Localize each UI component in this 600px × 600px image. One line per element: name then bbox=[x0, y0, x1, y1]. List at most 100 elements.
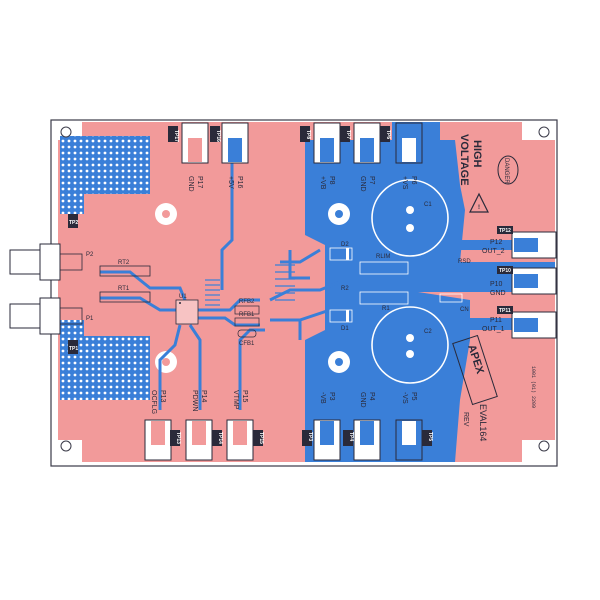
connector-p4[interactable] bbox=[353, 419, 381, 461]
d2-label: D2 bbox=[341, 242, 349, 248]
connector-p14[interactable] bbox=[185, 419, 213, 461]
p13-net: OCFLG bbox=[150, 390, 157, 414]
p16-net: +5V bbox=[227, 176, 234, 189]
connector-p15[interactable] bbox=[226, 419, 254, 461]
via-field-upper bbox=[60, 136, 150, 194]
component-labels: RFB2 RFB1 CFB1 RLIM RSD D2 D1 C1 C2 U1 R… bbox=[179, 202, 471, 347]
p5-net: -VS bbox=[401, 392, 408, 404]
connector-p11[interactable] bbox=[511, 311, 557, 339]
bottom-connector-labels: P13 OCFLG P14 PDWN P15 VTMP P3 -VB P4 GN… bbox=[150, 390, 417, 414]
connector-p17[interactable] bbox=[181, 122, 209, 164]
tp1-label: TP1 bbox=[69, 346, 78, 352]
rfb1-resistor bbox=[234, 317, 260, 327]
p3-ref: P3 bbox=[328, 392, 335, 401]
board-rev: REV bbox=[462, 412, 469, 427]
apex-logo bbox=[452, 334, 498, 406]
via-field-upper-bg bbox=[60, 194, 84, 214]
tp6-label: TP6 bbox=[385, 130, 391, 139]
p12-ref: P12 bbox=[490, 239, 503, 246]
p7-net: GND bbox=[359, 176, 366, 192]
voltage-label: VOLTAGE bbox=[458, 134, 470, 186]
p11-net: OUT_1 bbox=[482, 326, 505, 333]
connector-p16[interactable] bbox=[221, 122, 249, 164]
danger-sign-badge bbox=[497, 155, 519, 185]
d1-label: D1 bbox=[341, 326, 349, 332]
r1-label: R1 bbox=[382, 306, 390, 312]
standoff-hole-1 bbox=[155, 203, 177, 225]
tp4-label: TP4 bbox=[348, 432, 354, 441]
p15-net: VTMP bbox=[232, 390, 239, 410]
p16-ref: P16 bbox=[236, 176, 243, 189]
tp2-label: TP2 bbox=[69, 220, 78, 226]
side-code: 1001 (01) 2209 bbox=[530, 366, 536, 408]
high-voltage-warning: HIGH VOLTAGE DANGER bbox=[458, 134, 509, 186]
left-input-labels: P2 P1 RT2 RT1 TP2 TP1 bbox=[69, 220, 130, 352]
p8-ref: P8 bbox=[328, 176, 335, 185]
p11-ref: P11 bbox=[490, 317, 502, 324]
p17-ref: P17 bbox=[196, 176, 203, 189]
tp16-label: TP16 bbox=[215, 130, 221, 142]
tp14-label: TP14 bbox=[217, 432, 223, 444]
connector-p12[interactable] bbox=[511, 231, 557, 259]
c2-label: C2 bbox=[424, 329, 432, 335]
connector-p6[interactable] bbox=[395, 122, 423, 164]
tp10-label: TP10 bbox=[499, 268, 511, 274]
diode-d2 bbox=[329, 247, 353, 261]
p15-ref: P15 bbox=[241, 390, 248, 403]
bottom-tp-labels: TP13 TP14 TP15 TP3 TP4 TP5 bbox=[175, 432, 433, 444]
p8-net: +VB bbox=[319, 176, 326, 190]
high-label: HIGH bbox=[471, 140, 483, 168]
rlim-resistor bbox=[359, 261, 409, 275]
rt1-resistor bbox=[99, 291, 151, 303]
via-field-lower-bg bbox=[60, 320, 84, 338]
connector-p8[interactable] bbox=[313, 122, 341, 164]
mounting-hole-tr bbox=[538, 126, 550, 138]
top-tp-labels: TP17 TP16 TP8 TP7 TP6 bbox=[173, 130, 391, 142]
rfb1-label: RFB1 bbox=[239, 312, 255, 318]
bnc-connector-p1[interactable] bbox=[9, 297, 83, 335]
bnc-connector-p2[interactable] bbox=[9, 243, 83, 281]
cfb1-label: CFB1 bbox=[239, 341, 255, 347]
connector-p10[interactable] bbox=[511, 267, 557, 295]
rsd-resistor bbox=[359, 291, 409, 305]
connector-p13[interactable] bbox=[144, 419, 172, 461]
u1-label: U1 bbox=[179, 294, 187, 300]
p6-net: +VS bbox=[401, 176, 408, 190]
r2-label: R2 bbox=[341, 286, 349, 292]
rt2-label: RT2 bbox=[118, 260, 130, 266]
tp3-label: TP3 bbox=[307, 432, 313, 441]
rfb2-label: RFB2 bbox=[239, 299, 255, 305]
p10-net: GND bbox=[490, 290, 506, 297]
tp13-label: TP13 bbox=[175, 432, 181, 444]
u1-fanout bbox=[205, 264, 295, 306]
cn-label: CN bbox=[460, 307, 469, 313]
mounting-hole-br bbox=[538, 440, 550, 452]
p1-ref: P1 bbox=[86, 316, 94, 322]
rt1-label: RT1 bbox=[118, 286, 130, 292]
p14-ref: P14 bbox=[200, 390, 207, 403]
rfb2-resistor bbox=[234, 305, 260, 315]
connector-p3[interactable] bbox=[313, 419, 341, 461]
rt2-resistor bbox=[99, 265, 151, 277]
capacitor-c2 bbox=[371, 306, 449, 384]
tp15-label: TP15 bbox=[258, 432, 264, 444]
p13-ref: P13 bbox=[159, 390, 166, 403]
standoff-hole-3 bbox=[328, 203, 350, 225]
p10-ref: P10 bbox=[490, 281, 503, 288]
cfb1-capacitor bbox=[237, 329, 257, 338]
u1-package bbox=[175, 299, 199, 325]
connector-p5[interactable] bbox=[395, 419, 423, 461]
p14-net: PDWN bbox=[191, 390, 198, 411]
p4-net: GND bbox=[359, 392, 366, 408]
tp7-label: TP7 bbox=[345, 130, 351, 139]
p7-ref: P7 bbox=[368, 176, 375, 185]
tp5-label: TP5 bbox=[427, 432, 433, 441]
connector-p7[interactable] bbox=[353, 122, 381, 164]
diode-d1 bbox=[329, 309, 353, 323]
danger-warning-icon: ! bbox=[469, 192, 489, 213]
mounting-hole-bl bbox=[60, 440, 72, 452]
c1-label: C1 bbox=[424, 202, 432, 208]
tp8-label: TP8 bbox=[305, 130, 311, 139]
top-connector-labels: P17 GND P16 +5V P8 +VB P7 GND P6 +VS bbox=[187, 176, 417, 192]
